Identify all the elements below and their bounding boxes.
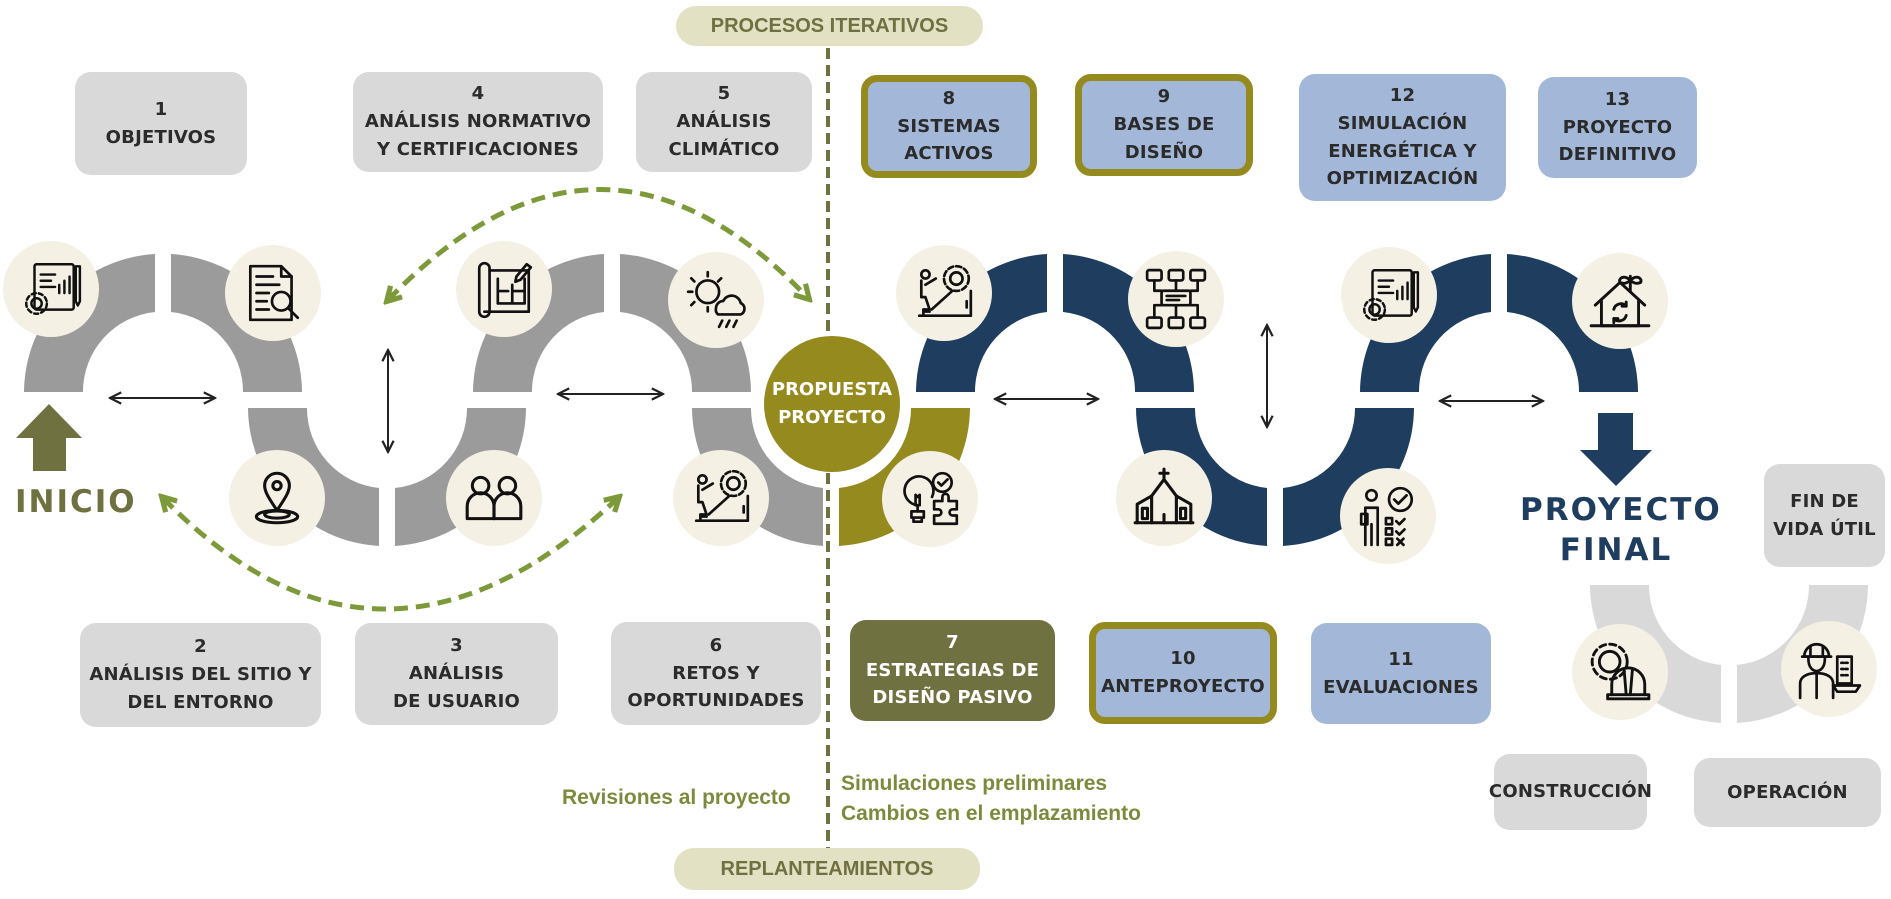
flowchart-icon — [1145, 268, 1207, 330]
location-pin-icon — [254, 471, 300, 525]
step-number: 7 — [946, 631, 959, 653]
regulations-icon-badge — [456, 241, 552, 337]
climate-icon-badge — [668, 252, 764, 348]
strategy-document-icon — [1363, 269, 1420, 321]
definitive-project-icon-badge — [1572, 253, 1668, 349]
lifecycle-label: FIN DE VIDA ÚTIL — [1773, 490, 1876, 540]
active-systems-icon-badge — [896, 245, 992, 341]
idea-puzzle-icon — [903, 471, 959, 526]
preliminary-notes: Simulaciones preliminares Cambios en el … — [841, 769, 1141, 830]
step-number: 9 — [1157, 86, 1171, 108]
iteration-arc-top — [388, 187, 808, 300]
spine-segment — [24, 254, 155, 392]
step-box-11[interactable]: 11 EVALUACIONES — [1311, 623, 1491, 724]
iterative-processes-label: PROCESOS ITERATIVOS — [676, 6, 983, 46]
step-label: ANÁLISIS DEL SITIO Y DEL ENTORNO — [89, 664, 312, 713]
arrow-down-icon — [1580, 413, 1652, 486]
site-changes-note: Cambios en el emplazamiento — [841, 802, 1141, 826]
design-basis-icon-badge — [1128, 251, 1224, 347]
step-box-7[interactable]: 7 ESTRATEGIAS DE DISEÑO PASIVO — [850, 620, 1055, 721]
iteration-arc-bottom — [163, 498, 618, 612]
step-number: 11 — [1388, 648, 1414, 670]
step-label: ANTEPROYECTO — [1101, 676, 1265, 697]
step-label: PROYECTO DEFINITIVO — [1558, 116, 1677, 166]
operation-icon-badge — [1781, 621, 1877, 717]
preliminary-simulations-note: Simulaciones preliminares — [841, 772, 1108, 795]
spine-segment — [1063, 254, 1194, 392]
arrow-up-icon — [16, 404, 82, 471]
eco-house-icon — [1589, 274, 1651, 328]
step-label: OBJETIVOS — [105, 126, 217, 148]
operation-box[interactable]: OPERACIÓN — [1694, 758, 1881, 827]
step-box-4[interactable]: 4 ANÁLISIS NORMATIVO Y CERTIFICACIONES — [353, 72, 603, 172]
step-box-10[interactable]: 10 ANTEPROYECTO — [1089, 622, 1277, 724]
location-icon-badge — [229, 450, 325, 546]
step-box-13[interactable]: 13 PROYECTO DEFINITIVO — [1538, 77, 1697, 178]
step-label: SIMULACIÓN ENERGÉTICA Y OPTIMIZACIÓN — [1326, 112, 1479, 190]
step-box-12[interactable]: 12 SIMULACIÓN ENERGÉTICA Y OPTIMIZACIÓN — [1299, 74, 1506, 201]
energy-simulation-icon-badge — [1341, 247, 1437, 343]
step-label: ANÁLISIS NORMATIVO Y CERTIFICACIONES — [364, 111, 592, 160]
spine-segment — [1507, 254, 1638, 392]
blueprint-icon — [477, 261, 533, 319]
step-number: 2 — [194, 636, 207, 658]
step-label: ANÁLISIS CLIMÁTICO — [668, 111, 780, 160]
construction-icon-badge — [1572, 624, 1668, 720]
final-project-line-2: FINAL — [1559, 532, 1673, 569]
start-label: INICIO — [15, 484, 137, 520]
engineer-building-icon — [1798, 642, 1862, 700]
checklist-person-icon — [1359, 486, 1414, 547]
lifecycle-label: OPERACIÓN — [1727, 781, 1848, 803]
final-project-label: PROYECTO FINAL — [1520, 490, 1722, 571]
strategy-document-icon — [25, 263, 82, 315]
preliminary-project-icon-badge — [1116, 450, 1212, 546]
passive-design-icon-badge — [882, 451, 978, 547]
document-search-icon — [248, 264, 300, 322]
climbing-goal-icon — [694, 469, 750, 523]
spine-segment — [916, 254, 1047, 392]
construction-box[interactable]: CONSTRUCCIÓN — [1489, 754, 1652, 830]
step-label: ANÁLISIS DE USUARIO — [393, 663, 520, 712]
weather-icon — [686, 270, 746, 329]
step-number: 8 — [942, 87, 956, 109]
step-box-8[interactable]: 8 SISTEMAS ACTIVOS — [861, 75, 1037, 178]
step-number: 5 — [717, 83, 731, 105]
step-number: 1 — [154, 98, 168, 120]
step-number: 6 — [709, 634, 723, 656]
lifecycle-label: CONSTRUCCIÓN — [1488, 781, 1653, 803]
users-icon — [465, 475, 523, 521]
project-revisions-note: Revisiones al proyecto — [562, 786, 791, 809]
step-number: 12 — [1389, 84, 1416, 106]
users-icon-badge — [446, 450, 542, 546]
step-box-5[interactable]: 5 ANÁLISIS CLIMÁTICO — [636, 72, 812, 172]
step-number: 3 — [450, 635, 463, 657]
project-proposal-node[interactable]: PROPUESTA PROYECTO — [764, 336, 900, 472]
step-number: 13 — [1604, 88, 1631, 110]
step-number: 10 — [1170, 648, 1196, 670]
climbing-goal-icon — [917, 264, 973, 318]
challenges-icon-badge — [673, 450, 769, 546]
step-box-6[interactable]: 6 RETOS Y OPORTUNIDADES — [611, 622, 821, 725]
step-box-1[interactable]: 1 OBJETIVOS — [75, 72, 247, 175]
rethinking-label: REPLANTEAMIENTOS — [674, 848, 980, 890]
step-label: EVALUACIONES — [1323, 676, 1479, 698]
proposal-line-2: PROYECTO — [778, 407, 886, 428]
proposal-line-1: PROPUESTA — [771, 379, 893, 401]
step-box-9[interactable]: 9 BASES DE DISEÑO — [1075, 74, 1253, 176]
step-box-2[interactable]: 2 ANÁLISIS DEL SITIO Y DEL ENTORNO — [80, 623, 321, 727]
step-number: 4 — [471, 83, 485, 105]
step-box-3[interactable]: 3 ANÁLISIS DE USUARIO — [355, 623, 558, 725]
final-project-line-1: PROYECTO — [1520, 492, 1722, 528]
step-label: BASES DE DISEÑO — [1113, 114, 1215, 163]
step-label: RETOS Y OPORTUNIDADES — [627, 662, 805, 712]
end-of-life-box[interactable]: FIN DE VIDA ÚTIL — [1764, 464, 1885, 567]
objectives-icon-badge — [3, 241, 99, 337]
step-label: ESTRATEGIAS DE DISEÑO PASIVO — [865, 659, 1040, 709]
site-analysis-icon-badge — [225, 245, 321, 341]
gear-helmet-icon — [1590, 642, 1651, 701]
step-label: SISTEMAS ACTIVOS — [897, 115, 1001, 165]
spine-segment — [1283, 408, 1414, 546]
evaluations-icon-badge — [1340, 468, 1436, 564]
building-icon — [1133, 467, 1195, 525]
